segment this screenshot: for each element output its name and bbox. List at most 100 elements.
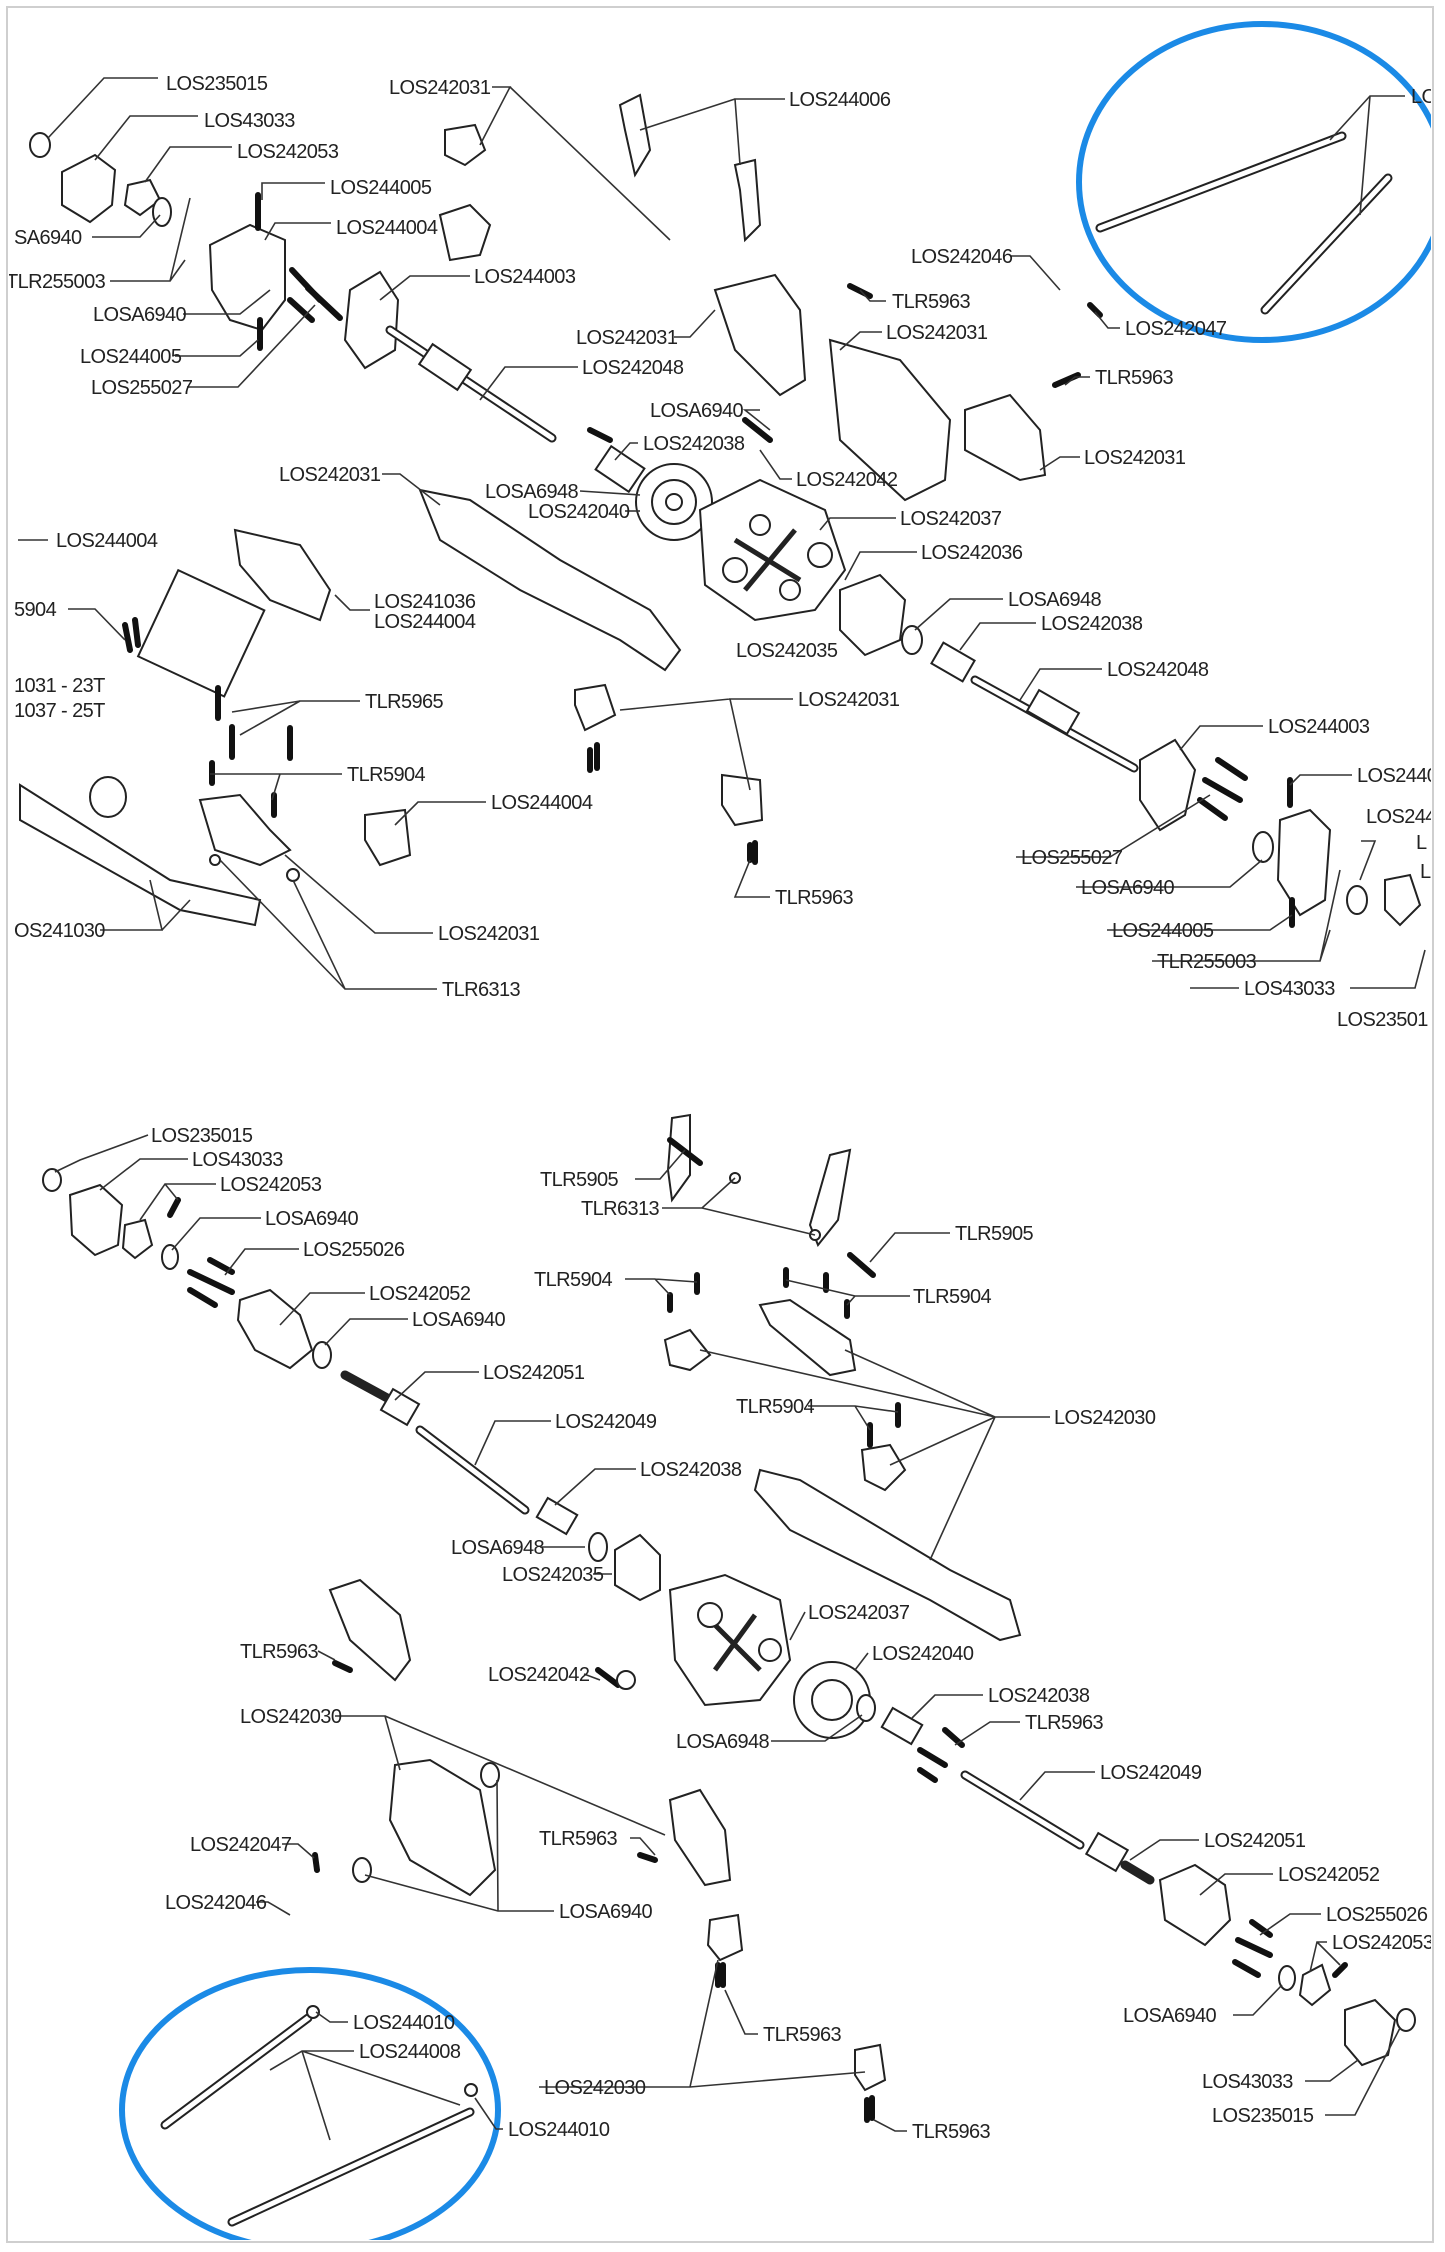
part-label: LOS242035 [736,640,838,662]
steering-link [618,93,652,178]
ball-stud [464,2083,478,2097]
bearing [901,625,923,655]
part-label: LOS242037 [900,508,1002,530]
screw [287,297,315,323]
part-label: TLR5904 [347,764,426,786]
part-label: LOS242038 [988,1685,1090,1707]
part-label: LOS242030 [1054,1407,1156,1429]
rear-axle-housing-lower [753,1468,1022,1642]
part-label: TLR5963 [912,2121,991,2143]
rear-axle-housing-side [668,1788,732,1887]
part-label: LOS242046 [911,246,1013,268]
hex-adapter [1298,1963,1332,2007]
part-label: LOS242042 [796,469,898,491]
link-mount [758,1298,857,1377]
part-label: TLR5965 [365,691,444,713]
part-label: LOS244004 [56,530,158,552]
steering-link [808,1148,852,1247]
outdrive [930,641,976,683]
part-label: LOS242031 [886,322,988,344]
universal-joint [417,342,473,392]
part-label: TLR5963 [892,291,971,313]
part-label: LOS242031 [576,327,678,349]
part-label: 1031 - 23T [14,675,105,697]
link-mount [860,1443,907,1492]
c-hub-carrier [1139,738,1197,832]
part-label: LOS244 [1366,806,1436,828]
part-label: LOS242031 [798,689,900,711]
diff-case [614,1533,661,1602]
part-label: LOS244005 [1112,920,1214,942]
part-label: LOS242031 [279,464,381,486]
part-labels-top: LOS235015 LOS43033 LOS242053 LOS244005 L… [6,73,1445,1031]
part-label: LOS242053 [1332,1932,1434,1954]
part-label: SA6940 [14,227,82,249]
outdrive [880,1706,924,1746]
bearing [161,1244,179,1270]
part-label: LOS242052 [369,1283,471,1305]
part-label: TLR5904 [534,1269,613,1291]
part-label: TLR5963 [1025,1712,1104,1734]
part-label: LOS242040 [528,501,630,523]
part-label: LOSA6948 [485,481,579,503]
part-label: LOS242051 [483,1362,585,1384]
part-label: LOS242037 [808,1602,910,1624]
part-label: TLR6313 [442,979,521,1001]
part-label: LOSA6940 [265,1208,359,1230]
diff-case [839,573,907,657]
part-label: LOS43033 [192,1149,283,1171]
servo-saver [89,776,127,818]
steering-knuckle [1276,808,1332,917]
link-mount [721,773,764,827]
wheel-hex [1344,1998,1397,2067]
part-label: LOSA6940 [1081,877,1175,899]
part-label: LOS242049 [555,1411,657,1433]
part-label: LOS242052 [1278,1864,1380,1886]
part-label: TLR6313 [581,1198,660,1220]
part-label: LOS255026 [303,1239,405,1261]
part-label: LOS242040 [872,1643,974,1665]
part-label: LOSA6948 [1008,589,1102,611]
bearing [312,1341,332,1369]
part-label: LOS255027 [1021,847,1123,869]
driveshaft-tube [1008,260,1102,322]
part-label: LOS244005 [80,346,182,368]
part-label: LOS242038 [643,433,745,455]
servo-mount [233,528,332,622]
part-label: LOS242038 [640,1459,742,1481]
part-label: LOS244006 [789,89,891,111]
driveshaft-tube [232,1887,333,1958]
bearing [1252,831,1274,863]
part-label: LOS242047 [1125,318,1227,340]
leader-lines-bottom [54,1134,1401,2141]
part-label: TLR5905 [540,1169,619,1191]
part-label: LOS244008 [1411,86,1445,108]
part-label: LOS242048 [582,357,684,379]
part-label: LOS242030 [240,1706,342,1728]
axle-housing-cover [828,338,952,502]
part-label: TLR255003 [6,271,106,293]
part-label: LOS242035 [502,1564,604,1586]
part-label: LOS244010 [353,2012,455,2034]
part-label: 5904 [14,599,57,621]
part-label: TLR5963 [240,1641,319,1663]
part-label: LOS242048 [1107,659,1209,681]
part-label: LOS255027 [91,377,193,399]
part-label: LOSA6940 [412,1309,506,1331]
hub-nut [1396,2008,1416,2032]
hub-nut [29,132,51,158]
outdrive [535,1496,579,1536]
link-mount [663,1328,712,1372]
part-label: LOS241036 [374,591,476,613]
bearing [588,1532,608,1562]
part-label: LOSA6940 [650,400,744,422]
outdrive [379,1387,421,1427]
bearing [1278,1965,1296,1991]
part-label: LOS235015 [166,73,268,95]
part-label: LOS242053 [220,1174,322,1196]
link-mount [706,1913,744,1962]
part-label: LOS244004 [374,611,476,633]
part-label: LOS242031 [389,77,491,99]
part-label: LOS242038 [1041,613,1143,635]
